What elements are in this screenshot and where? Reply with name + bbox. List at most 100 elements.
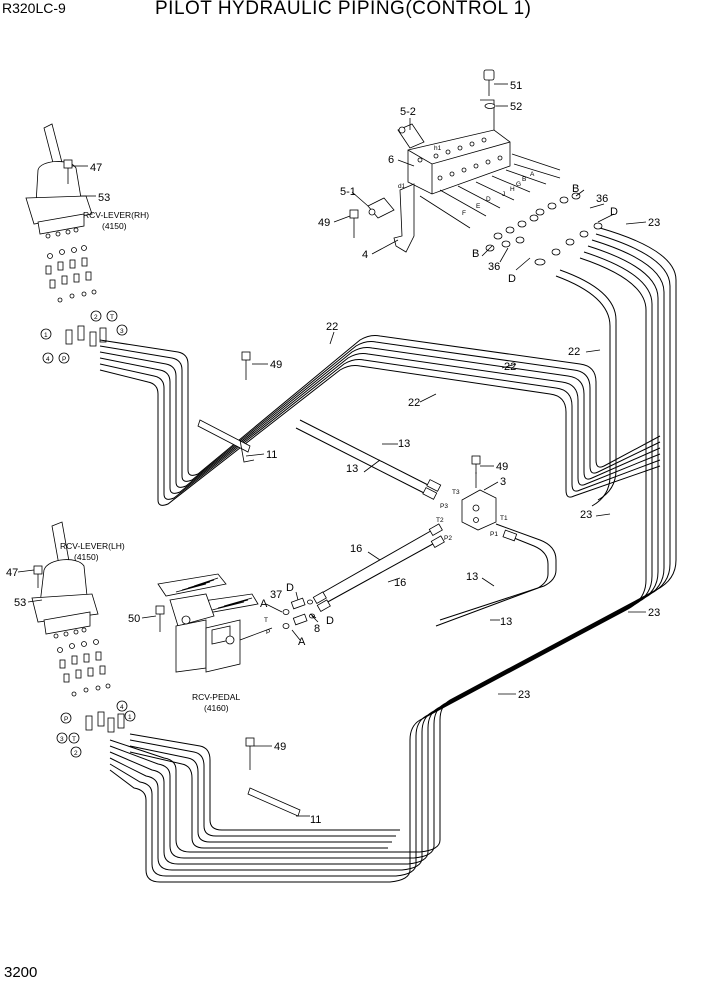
callout-22-a: 22 (326, 321, 338, 333)
rcv-pedal-ref: (4160) (204, 703, 229, 713)
pedal-port-A-upper: A (260, 598, 268, 610)
rcv-lever-rh-ref: (4150) (102, 221, 127, 231)
manifold-port-G: G (516, 181, 521, 188)
callout-13-b: 13 (346, 463, 358, 475)
lh-fittings (57, 639, 125, 733)
callout-22-b: 22 (504, 361, 516, 373)
hose-16 (312, 523, 445, 613)
callout-5-2: 5-2 (400, 106, 416, 118)
rcv-lever-lh (31, 521, 99, 639)
callout-23-c: 23 (648, 607, 660, 619)
pressure-switch-5-2 (397, 123, 425, 149)
svg-text:3: 3 (60, 736, 64, 743)
lh-port-circles: P 4 1 3 T 2 (56, 700, 136, 758)
callout-8: 8 (314, 623, 320, 635)
rcv-lever-rh-name: RCV-LEVER(RH) (83, 210, 149, 220)
bolt-49-block (471, 455, 481, 474)
rcv-lever-lh-ref: (4150) (74, 552, 99, 562)
callout-16-a: 16 (350, 543, 362, 555)
callout-16-b: 16 (394, 577, 406, 589)
svg-text:1: 1 (128, 714, 132, 721)
page-number: 3200 (4, 964, 38, 981)
port-B-lower: B (472, 248, 479, 260)
callout-13-c: 13 (466, 571, 478, 583)
manifold-port-H: H (510, 186, 515, 193)
callout-13-a: 13 (398, 438, 410, 450)
callout-4: 4 (362, 249, 368, 261)
callout-23-a: 23 (648, 217, 660, 229)
bolt-49-manifold (349, 209, 359, 238)
clamp-11-lower (247, 787, 301, 817)
bolt-49-upper (241, 351, 251, 380)
rh-port-circles: 1 2 T 3 4 P (40, 310, 128, 364)
port-P3: P3 (440, 503, 448, 510)
callout-47-rh: 47 (90, 162, 102, 174)
callout-49-upper: 49 (270, 359, 282, 371)
manifold-port-J: J (502, 191, 505, 198)
pedal-port-leader (239, 627, 273, 641)
bolt-50 (155, 605, 165, 632)
rcv-lever-lh-name: RCV-LEVER(LH) (60, 541, 125, 551)
callout-53-rh: 53 (98, 192, 110, 204)
manifold-port-D: D (486, 196, 491, 203)
fittings-37-8 (282, 597, 315, 629)
port-P2: P2 (444, 535, 452, 542)
callout-49-lower: 49 (274, 741, 286, 753)
junction-block-3 (461, 472, 497, 531)
svg-text:T: T (110, 314, 114, 321)
rcv-lever-rh (25, 123, 93, 239)
callout-49-block: 49 (496, 461, 508, 473)
svg-text:4: 4 (46, 356, 50, 363)
callout-5-1: 5-1 (340, 186, 356, 198)
manifold-port-B: B (522, 176, 526, 183)
callout-3: 3 (500, 476, 506, 488)
svg-text:P: P (64, 716, 68, 723)
manifold-6 (393, 99, 511, 253)
page-title: PILOT HYDRAULIC PIPING(CONTROL 1) (155, 0, 532, 19)
bolt-51 (483, 69, 496, 109)
callout-11-upper: 11 (266, 449, 277, 461)
model-code: R320LC-9 (2, 0, 66, 16)
callout-13-d: 13 (500, 616, 512, 628)
pipe-bundle-22 (99, 335, 661, 506)
callout-50: 50 (128, 613, 140, 625)
svg-text:T: T (72, 736, 76, 743)
svg-text:2: 2 (94, 314, 98, 321)
pedal-port-D-upper: D (286, 582, 294, 594)
callout-22-c: 22 (408, 397, 420, 409)
pedal-port-T: T (264, 617, 268, 624)
port-T3: T3 (452, 489, 460, 496)
callout-37: 37 (270, 589, 282, 601)
callout-51: 51 (510, 80, 522, 92)
pedal-port-P: P (266, 629, 270, 636)
callout-36-a: 36 (596, 193, 608, 205)
rh-fittings (45, 245, 107, 347)
manifold-port-d1: d1 (398, 183, 406, 190)
fittings-36 (485, 192, 603, 266)
rcv-pedal-name: RCV-PEDAL (192, 692, 240, 702)
svg-text:3: 3 (120, 328, 124, 335)
pipe-bundle-23 (109, 227, 677, 883)
pedal-port-D-lower: D (326, 615, 334, 627)
hose-13-lower (435, 523, 557, 627)
callout-53-lh: 53 (14, 597, 26, 609)
port-T1: T1 (500, 515, 508, 522)
manifold-port-h1: h1 (434, 145, 442, 152)
port-D-lower: D (508, 273, 516, 285)
pedal-port-A-lower: A (298, 636, 306, 648)
manifold-port-E: E (476, 203, 481, 210)
svg-text:2: 2 (74, 750, 78, 757)
rcv-pedal (157, 573, 259, 673)
leader-lines (17, 83, 647, 817)
bolt-47-lh (33, 565, 43, 588)
svg-text:P: P (62, 356, 66, 363)
manifold-port-A: A (530, 171, 535, 178)
lh-pipe-bundle (129, 733, 400, 849)
callout-52: 52 (510, 101, 522, 113)
callout-22-d: 22 (568, 346, 580, 358)
callout-47-lh: 47 (6, 567, 18, 579)
svg-text:1: 1 (44, 332, 48, 339)
callout-23-d: 23 (518, 689, 530, 701)
